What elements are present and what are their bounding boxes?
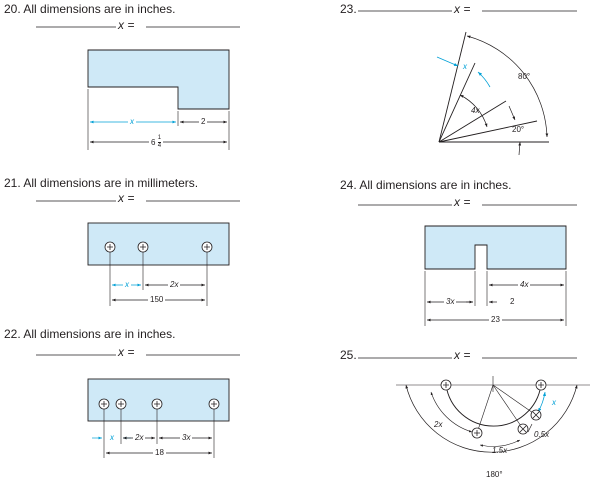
figure-24-part xyxy=(424,225,567,326)
dim-2: 2 xyxy=(510,297,515,306)
figure-21-part xyxy=(87,222,230,306)
dim-x: x xyxy=(463,62,467,71)
problem-number: 24. xyxy=(340,178,357,192)
dim-x: x xyxy=(552,398,556,407)
dim-2x: 2x xyxy=(133,433,146,442)
problem-statement: All dimensions are in inches. xyxy=(359,178,512,192)
answer-label-24: x = xyxy=(454,195,471,209)
problem-number: 22. xyxy=(4,327,21,341)
problem-number: 25. xyxy=(340,348,357,362)
dim-3x: 3x xyxy=(180,433,193,442)
problem-statement: All dimensions are in millimeters. xyxy=(23,176,199,190)
dim-total: 23 xyxy=(489,315,502,324)
problem-23-header: 23. xyxy=(340,2,357,16)
dim-x: x xyxy=(128,117,136,126)
problem-21-header: 21. All dimensions are in millimeters. xyxy=(4,176,198,190)
dim-x: x xyxy=(123,280,131,289)
problem-number: 23. xyxy=(340,2,357,16)
dim-1.5x: 1.5x xyxy=(492,446,508,455)
dim-180: 180° xyxy=(484,470,505,479)
problem-24-header: 24. All dimensions are in inches. xyxy=(340,178,511,192)
numerator: 1 xyxy=(157,135,162,143)
problem-20-header: 20. All dimensions are in inches. xyxy=(4,2,175,16)
dim-x: x xyxy=(110,433,114,442)
fraction: 1 4 xyxy=(157,135,162,150)
dim-2x: 2x xyxy=(434,420,443,429)
dim-total: 150 xyxy=(148,295,166,304)
whole: 6 xyxy=(151,138,156,147)
dim-2x: 2x xyxy=(168,280,181,289)
answer-label-22: x = xyxy=(118,345,135,359)
figure-25-holes xyxy=(440,379,547,439)
problem-statement: All dimensions are in inches. xyxy=(23,2,176,16)
dim-20: 20° xyxy=(512,125,525,134)
answer-label-21: x = xyxy=(118,191,135,205)
dim-total: 18 xyxy=(153,448,166,457)
answer-label-23: x = xyxy=(454,2,471,16)
denominator: 4 xyxy=(157,143,162,149)
dim-3x: 3x xyxy=(444,297,457,306)
dim-80: 80° xyxy=(518,72,531,81)
dim-4x: 4x xyxy=(471,106,480,115)
problem-number: 21. xyxy=(4,176,21,190)
problem-22-header: 22. All dimensions are in inches. xyxy=(4,327,175,341)
dim-4x: 4x xyxy=(518,280,531,289)
answer-label-20: x = xyxy=(118,18,135,32)
dim-2: 2 xyxy=(199,117,208,126)
problem-statement: All dimensions are in inches. xyxy=(23,327,176,341)
figure-21-holes xyxy=(104,241,213,253)
figure-22-holes xyxy=(98,398,220,410)
answer-label-25: x = xyxy=(454,348,471,362)
figure-25-arcs xyxy=(396,376,590,453)
dim-0.5x: 0.5x xyxy=(534,430,550,439)
figure-23-angles xyxy=(436,31,549,156)
problem-25-header: 25. xyxy=(340,348,357,362)
dim-total: 6 1 4 xyxy=(149,135,164,150)
problem-number: 20. xyxy=(4,2,21,16)
figure-22-part xyxy=(87,378,230,458)
